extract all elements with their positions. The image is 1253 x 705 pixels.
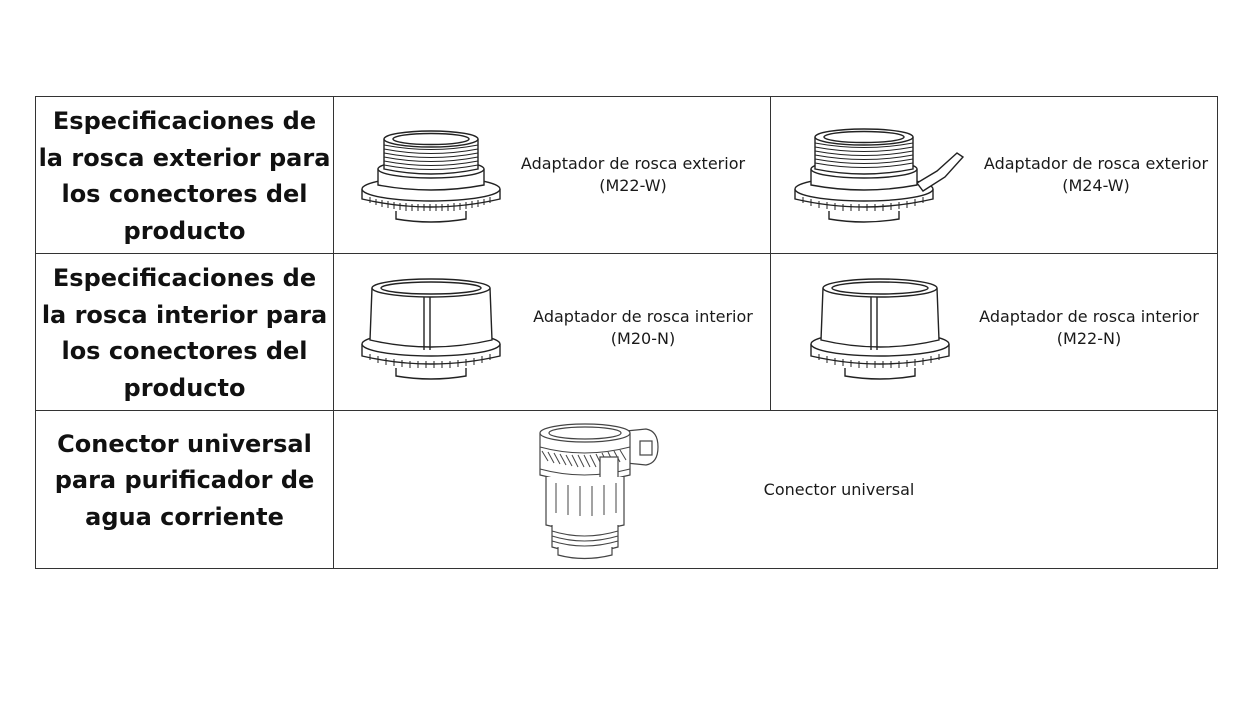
connector-spec-table: Especificaciones de la rosca exterior pa…	[35, 96, 1218, 569]
item-code: (M24-W)	[1062, 176, 1130, 195]
item-caption: Conector universal	[744, 479, 934, 501]
row-heading-cell: Conector universal para purificador de a…	[36, 411, 334, 568]
item-caption: Adaptador de rosca interior (M22-N)	[967, 306, 1211, 350]
item-caption: Adaptador de rosca exterior (M24-W)	[977, 153, 1215, 197]
item-name: Adaptador de rosca exterior	[520, 154, 746, 173]
item-name: Conector universal	[763, 480, 915, 499]
item-code: (M20-N)	[610, 329, 676, 348]
item-name: Adaptador de rosca interior	[979, 307, 1199, 326]
item-caption: Adaptador de rosca interior (M20-N)	[514, 306, 772, 350]
table-row-interior-thread: Especificaciones de la rosca interior pa…	[36, 254, 1217, 411]
female-thread-adapter-icon	[361, 278, 501, 380]
item-code: (M22-W)	[599, 176, 667, 195]
item-cell: Adaptador de rosca interior (M20-N)	[334, 254, 771, 410]
item-cell: Conector universal	[334, 411, 1217, 568]
table-row-exterior-thread: Especificaciones de la rosca exterior pa…	[36, 97, 1217, 254]
row-heading-cell: Especificaciones de la rosca exterior pa…	[36, 97, 334, 253]
table-row-universal-connector: Conector universal para purificador de a…	[36, 411, 1217, 568]
male-thread-adapter-icon	[361, 130, 501, 223]
item-cell: Adaptador de rosca exterior (M24-W)	[771, 97, 1217, 253]
male-thread-adapter-tab-icon	[794, 128, 965, 223]
item-cell: Adaptador de rosca interior (M22-N)	[771, 254, 1217, 410]
row-heading: Especificaciones de la rosca interior pa…	[41, 264, 328, 402]
item-code: (M22-N)	[1056, 329, 1122, 348]
row-heading: Conector universal para purificador de a…	[54, 429, 315, 531]
universal-connector-icon	[539, 423, 659, 560]
female-thread-adapter-icon	[810, 278, 950, 380]
item-caption: Adaptador de rosca exterior (M22-W)	[514, 153, 752, 197]
item-cell: Adaptador de rosca exterior (M22-W)	[334, 97, 771, 253]
row-heading-cell: Especificaciones de la rosca interior pa…	[36, 254, 334, 410]
item-name: Adaptador de rosca interior	[533, 307, 753, 326]
row-heading: Especificaciones de la rosca exterior pa…	[38, 107, 331, 245]
item-name: Adaptador de rosca exterior	[983, 154, 1209, 173]
